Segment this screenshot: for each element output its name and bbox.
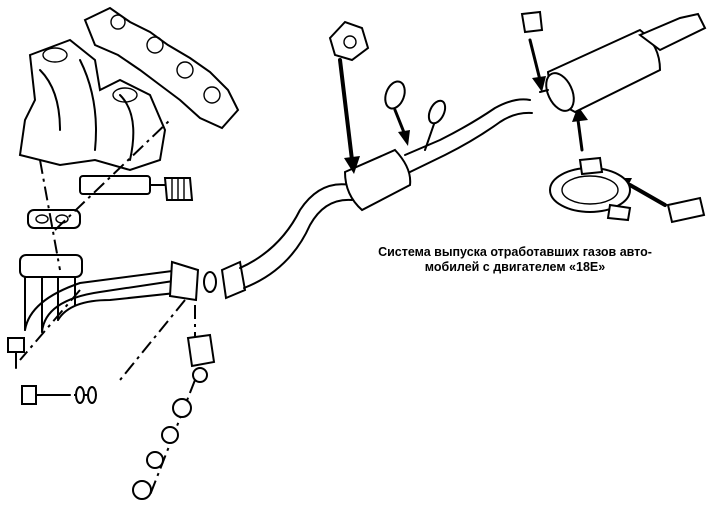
caption-line-2: мобилей с двигателем «18E» — [424, 260, 606, 274]
catalytic-converter — [343, 148, 412, 212]
front-gasket — [203, 271, 217, 293]
front-pipe — [19, 254, 200, 333]
muffler-bracket — [520, 10, 544, 34]
rubber-ring — [384, 80, 406, 110]
bolts-left — [7, 337, 97, 405]
pipe-clamp — [328, 20, 370, 62]
caption-line-1: Система выпуска отработавших газов авто- — [378, 245, 652, 259]
pointer-arrows — [338, 38, 667, 207]
rubber-ring — [427, 99, 447, 125]
flange-gasket-left — [27, 209, 81, 229]
manifold-stud — [79, 175, 194, 201]
rubber-mount — [666, 196, 706, 224]
hanger-chain — [132, 333, 216, 500]
ring-hanger — [424, 123, 435, 151]
diagram-caption: Система выпуска отработавших газов авто-… — [330, 245, 700, 275]
muffler-clamp — [549, 156, 632, 222]
intermediate-pipe — [220, 98, 533, 300]
exhaust-manifold — [18, 38, 167, 172]
rear-muffler — [539, 12, 707, 114]
manifold-gasket — [83, 6, 240, 130]
